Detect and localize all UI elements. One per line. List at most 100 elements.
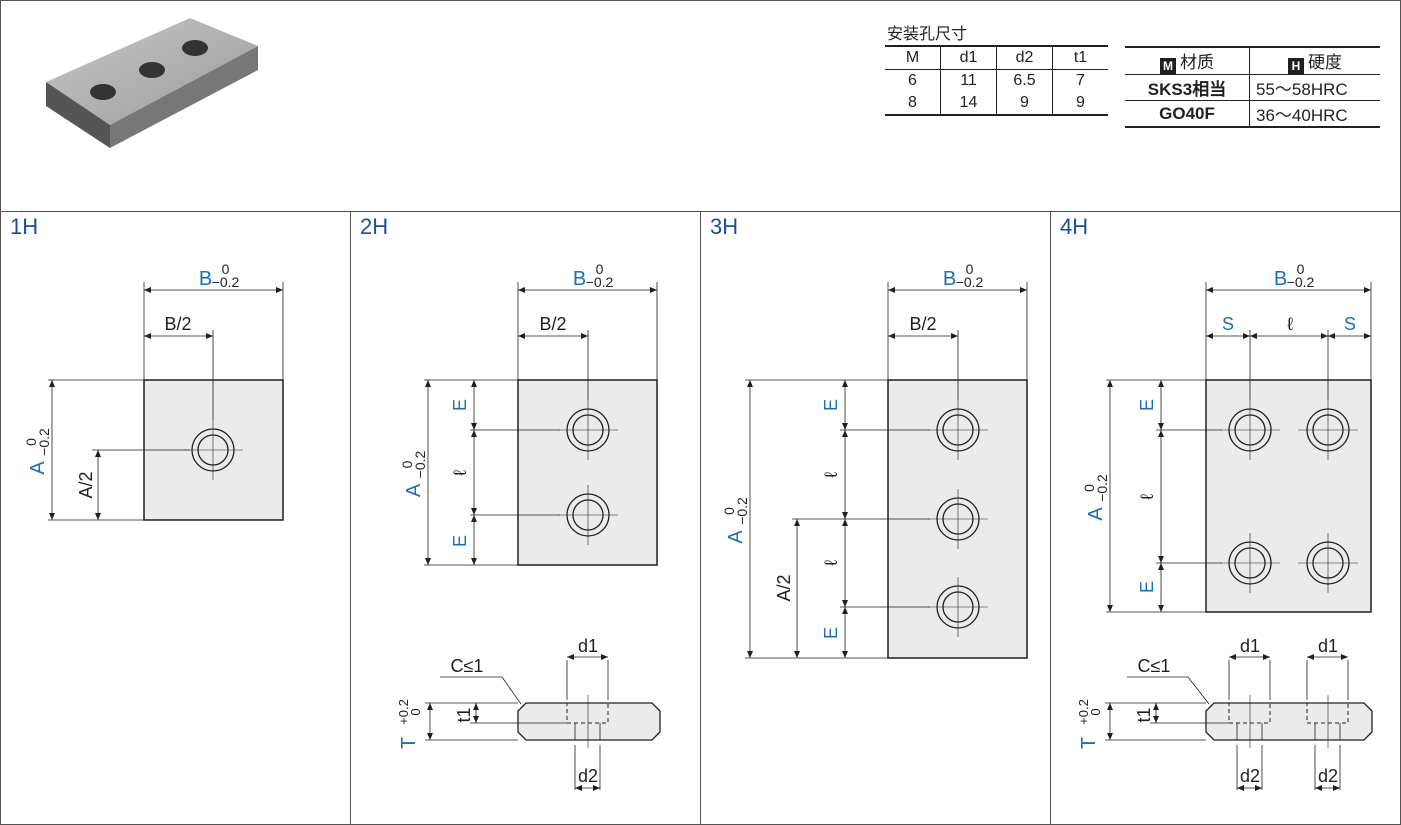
column-header: t1	[1052, 45, 1108, 70]
dimension-arrow	[471, 515, 477, 522]
mounting-hole-table: M d1 d2 t1 6 11 6.5 7 8 14 9 9	[885, 45, 1108, 116]
dimension-arrow	[471, 508, 477, 515]
dimension-arrow	[518, 287, 525, 293]
d1-label: d1	[1318, 636, 1338, 656]
a-dimension-label: A	[27, 461, 49, 475]
tolerance-label: −0.2	[212, 274, 240, 290]
dimension-arrow	[471, 380, 477, 387]
hardness-icon: H	[1288, 58, 1304, 74]
dimension-arrow	[842, 423, 848, 430]
dimension-arrow	[1107, 703, 1113, 710]
plate-outline	[517, 379, 658, 566]
dimension-arrow	[1206, 287, 1213, 293]
table-cell: 9	[1052, 92, 1108, 116]
counterbore-hidden-line	[1306, 702, 1349, 724]
e-dimension-label: E	[821, 399, 841, 411]
b-dimension-label: B	[573, 268, 586, 290]
dimension-arrow	[567, 654, 574, 660]
dimension-arrow	[888, 287, 895, 293]
dimension-arrow	[473, 716, 479, 723]
column-header: d1	[940, 45, 997, 70]
dimension-arrow	[842, 380, 848, 387]
dimension-arrow	[1107, 605, 1113, 612]
b-dimension-label: B	[943, 268, 956, 290]
counterbore-hidden-line	[566, 702, 609, 724]
l-dimension-label: ℓ	[821, 560, 841, 566]
dimension-arrow	[471, 423, 477, 430]
material-icon: M	[1160, 58, 1176, 74]
mounting-hole-title: 安装孔尺寸	[887, 26, 968, 43]
divider	[700, 211, 701, 825]
view-label-2h: 2H	[360, 214, 389, 239]
dimension-arrow	[425, 558, 431, 565]
dimension-arrow	[1237, 785, 1244, 791]
b-dimension-label: B	[1274, 268, 1287, 290]
a-dimension-label: A	[403, 483, 425, 497]
tolerance-label: 0	[1297, 261, 1305, 277]
b-half-label: B/2	[909, 314, 936, 334]
table-cell: 14	[940, 92, 997, 116]
dimension-arrow	[601, 654, 608, 660]
dimension-arrow	[1107, 733, 1113, 740]
dimension-arrow	[842, 519, 848, 526]
t-dimension-label: T	[398, 737, 420, 749]
dimension-arrow	[425, 380, 431, 387]
dimension-arrow	[471, 430, 477, 437]
dimension-arrow	[144, 287, 151, 293]
tolerance-label: 0	[596, 261, 604, 277]
hardness-header-label: 硬度	[1308, 53, 1342, 72]
b-half-label: B/2	[539, 314, 566, 334]
dimension-arrow	[427, 733, 433, 740]
d2-label: d2	[1240, 766, 1260, 786]
dimension-arrow	[1158, 605, 1164, 612]
l-dimension-label: ℓ	[821, 472, 841, 478]
leader-line	[1187, 676, 1210, 705]
dimension-arrow	[842, 600, 848, 607]
s-dimension-label: S	[1344, 314, 1356, 334]
a-half-label: A/2	[774, 574, 794, 601]
tolerance-label: 0	[222, 261, 230, 277]
dimension-arrow	[888, 333, 895, 339]
d2-label: d2	[578, 766, 598, 786]
tolerance-label: 0	[408, 708, 423, 715]
tolerance-label: −0.2	[734, 497, 750, 525]
dimension-arrow	[842, 430, 848, 437]
dimension-arrow	[1263, 654, 1270, 660]
dimension-arrow	[1307, 654, 1314, 660]
dimension-arrow	[49, 513, 55, 520]
dimension-arrow	[1333, 785, 1340, 791]
tolerance-label: 0	[1088, 708, 1103, 715]
e-dimension-label: E	[1137, 399, 1157, 411]
dimension-arrow	[95, 513, 101, 520]
dimension-arrow	[206, 333, 213, 339]
tolerance-label: +0.2	[1076, 699, 1091, 725]
dimension-arrow	[427, 703, 433, 710]
e-dimension-label: E	[450, 535, 470, 547]
tolerance-label: −0.2	[412, 450, 428, 478]
table-cell: 9	[996, 92, 1053, 116]
dimension-arrow	[1158, 423, 1164, 430]
chamfer-label: C≤1	[451, 656, 484, 676]
divider	[1050, 211, 1051, 825]
dimension-arrow	[581, 333, 588, 339]
dimension-arrow	[471, 558, 477, 565]
dimension-arrow	[1321, 333, 1328, 339]
dimension-arrow	[794, 519, 800, 526]
a-dimension-label: A	[1085, 507, 1107, 521]
dimension-arrow	[794, 651, 800, 658]
tolerance-label: 0	[721, 507, 737, 515]
d2-label: d2	[1318, 766, 1338, 786]
dimension-arrow	[650, 287, 657, 293]
dimension-arrow	[842, 651, 848, 658]
view-label-4h: 4H	[1060, 214, 1089, 239]
dimension-arrow	[1158, 556, 1164, 563]
t1-label: t1	[454, 707, 474, 722]
column-header: d2	[996, 45, 1053, 70]
dimension-arrow	[1153, 716, 1159, 723]
side-view-outline	[517, 702, 661, 741]
dimension-arrow	[49, 380, 55, 387]
tolerance-label: +0.2	[396, 699, 411, 725]
